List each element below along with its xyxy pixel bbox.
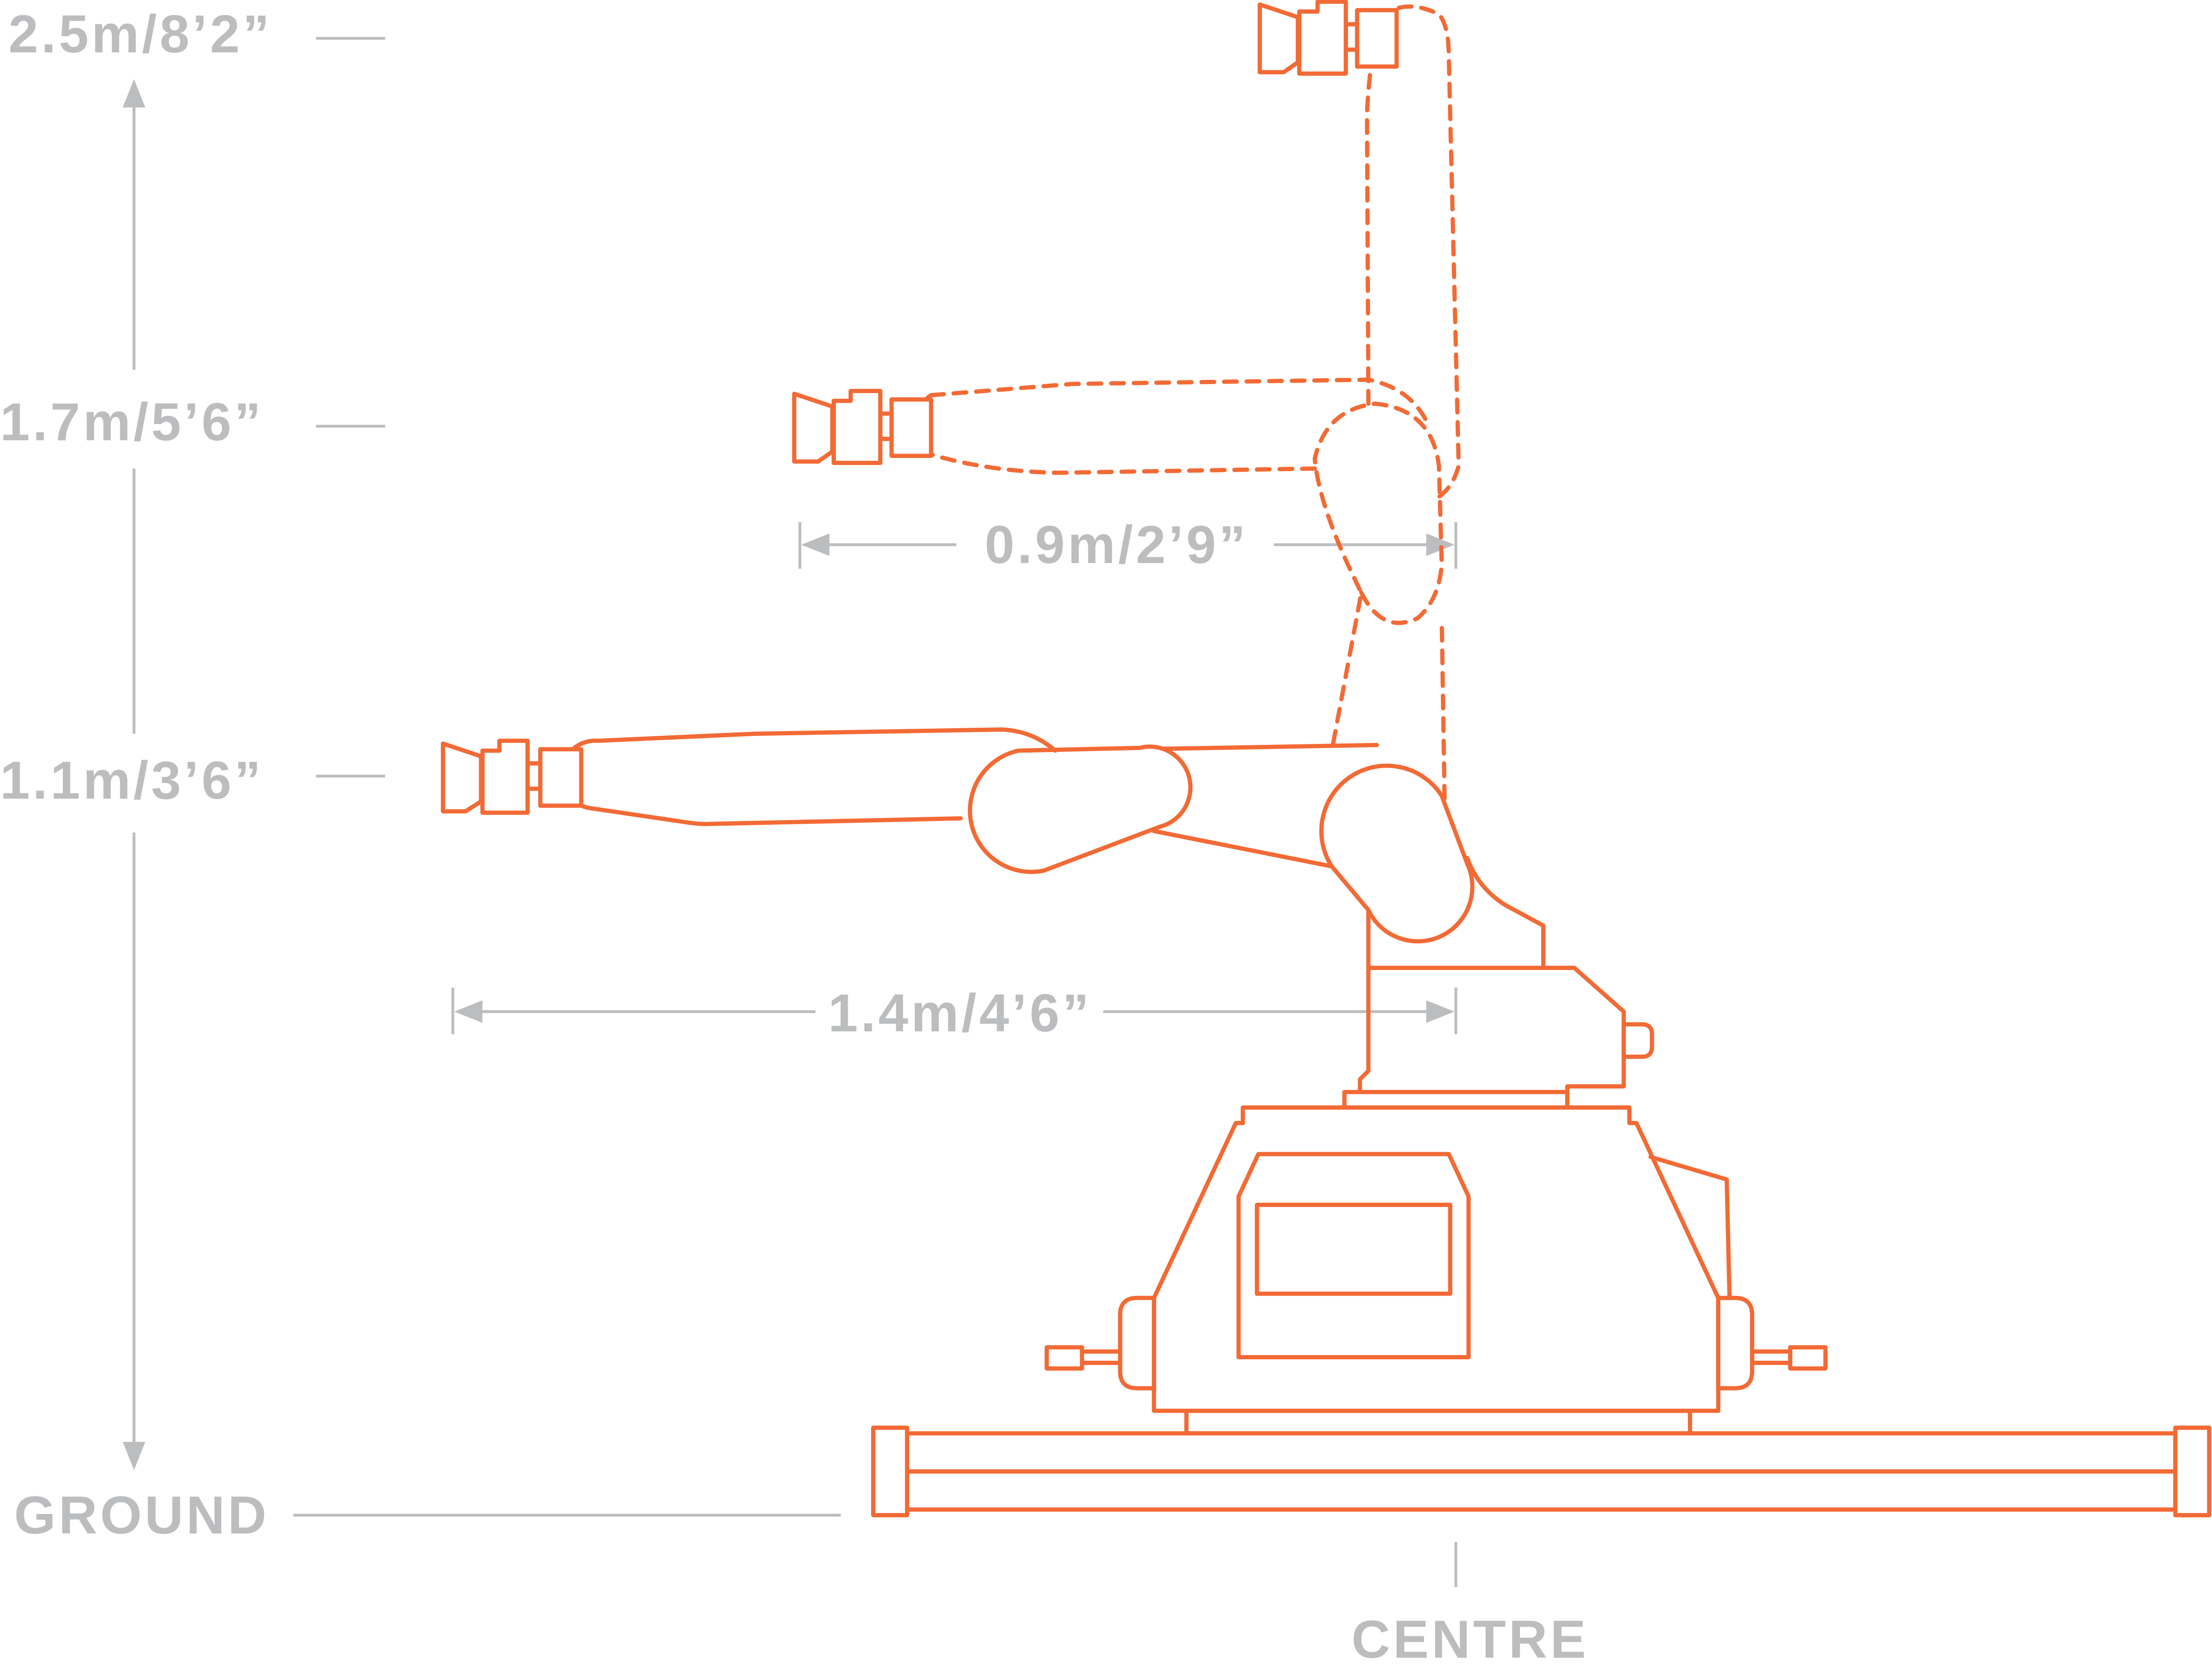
reach-label-1-4m: 1.4m/4’6” xyxy=(828,983,1092,1043)
height-label-1-1m: 1.1m/3’6” xyxy=(0,750,264,810)
robot-base xyxy=(1044,1105,1828,1436)
robot-turret xyxy=(1342,855,1654,1110)
robot-arm-solid-pose xyxy=(441,727,1475,944)
height-scale: 2.5m/8’2” 1.7m/5’6” 1.1m/3’6” GROUND xyxy=(0,4,841,1545)
reach-1-4m: 1.4m/4’6” xyxy=(451,983,1458,1043)
robot-arm-dashed-poses xyxy=(792,0,1461,801)
ground-label: GROUND xyxy=(14,1485,269,1545)
height-label-1-7m: 1.7m/5’6” xyxy=(0,392,264,452)
centre-label: CENTRE xyxy=(1351,1609,1589,1669)
linear-rail xyxy=(871,1425,2212,1517)
reach-0-9m: 0.9m/2’9” xyxy=(798,514,1458,574)
height-label-2-5m: 2.5m/8’2” xyxy=(9,4,272,64)
reach-label-0-9m: 0.9m/2’9” xyxy=(985,514,1249,574)
